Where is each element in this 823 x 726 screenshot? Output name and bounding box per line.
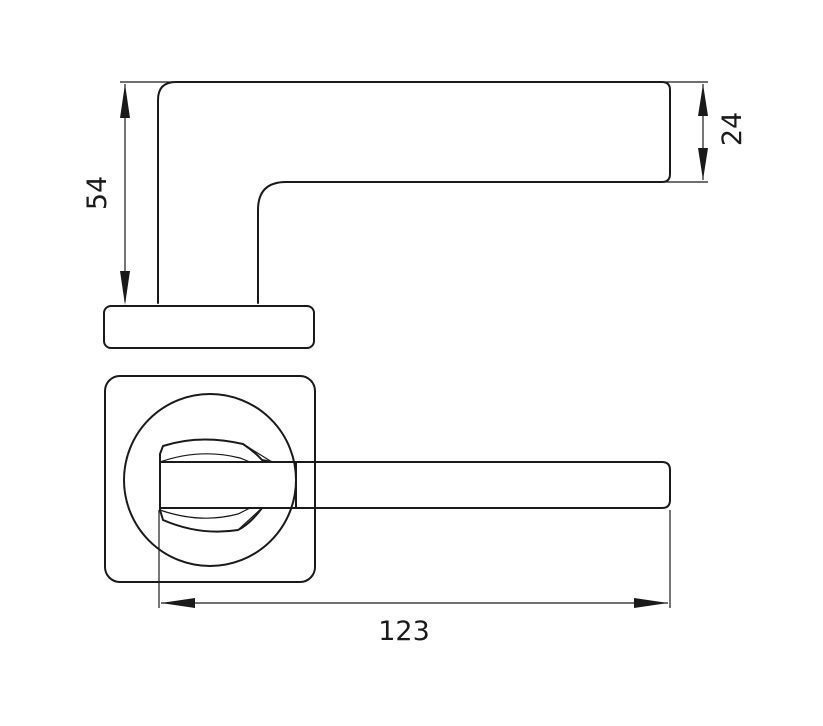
- side-lever-outline: [157, 81, 671, 304]
- lever-neck-crease: [237, 443, 273, 531]
- dim-24-arrow-bottom: [698, 148, 708, 180]
- dim-54-arrow-top: [120, 84, 130, 118]
- dimension-24: 24: [664, 81, 748, 183]
- dim-54-label: 54: [82, 176, 113, 210]
- dim-24-arrow-top: [698, 84, 708, 116]
- square-rose: [104, 375, 316, 583]
- lever-neck: [159, 438, 297, 533]
- front-view: [104, 375, 671, 583]
- dimension-54: 54: [82, 81, 174, 305]
- dim-24-label: 24: [717, 112, 748, 146]
- lever-neck-inner: [159, 453, 251, 519]
- dim-123-arrow-left: [161, 598, 195, 608]
- dim-54-arrow-bottom: [120, 271, 130, 305]
- dimension-123: 123: [158, 510, 671, 647]
- side-view: [103, 81, 671, 349]
- lever-arm: [159, 461, 671, 509]
- side-rose-plate: [103, 305, 315, 349]
- round-rose: [123, 393, 297, 567]
- dim-123-label: 123: [378, 616, 430, 647]
- dim-123-arrow-right: [634, 598, 668, 608]
